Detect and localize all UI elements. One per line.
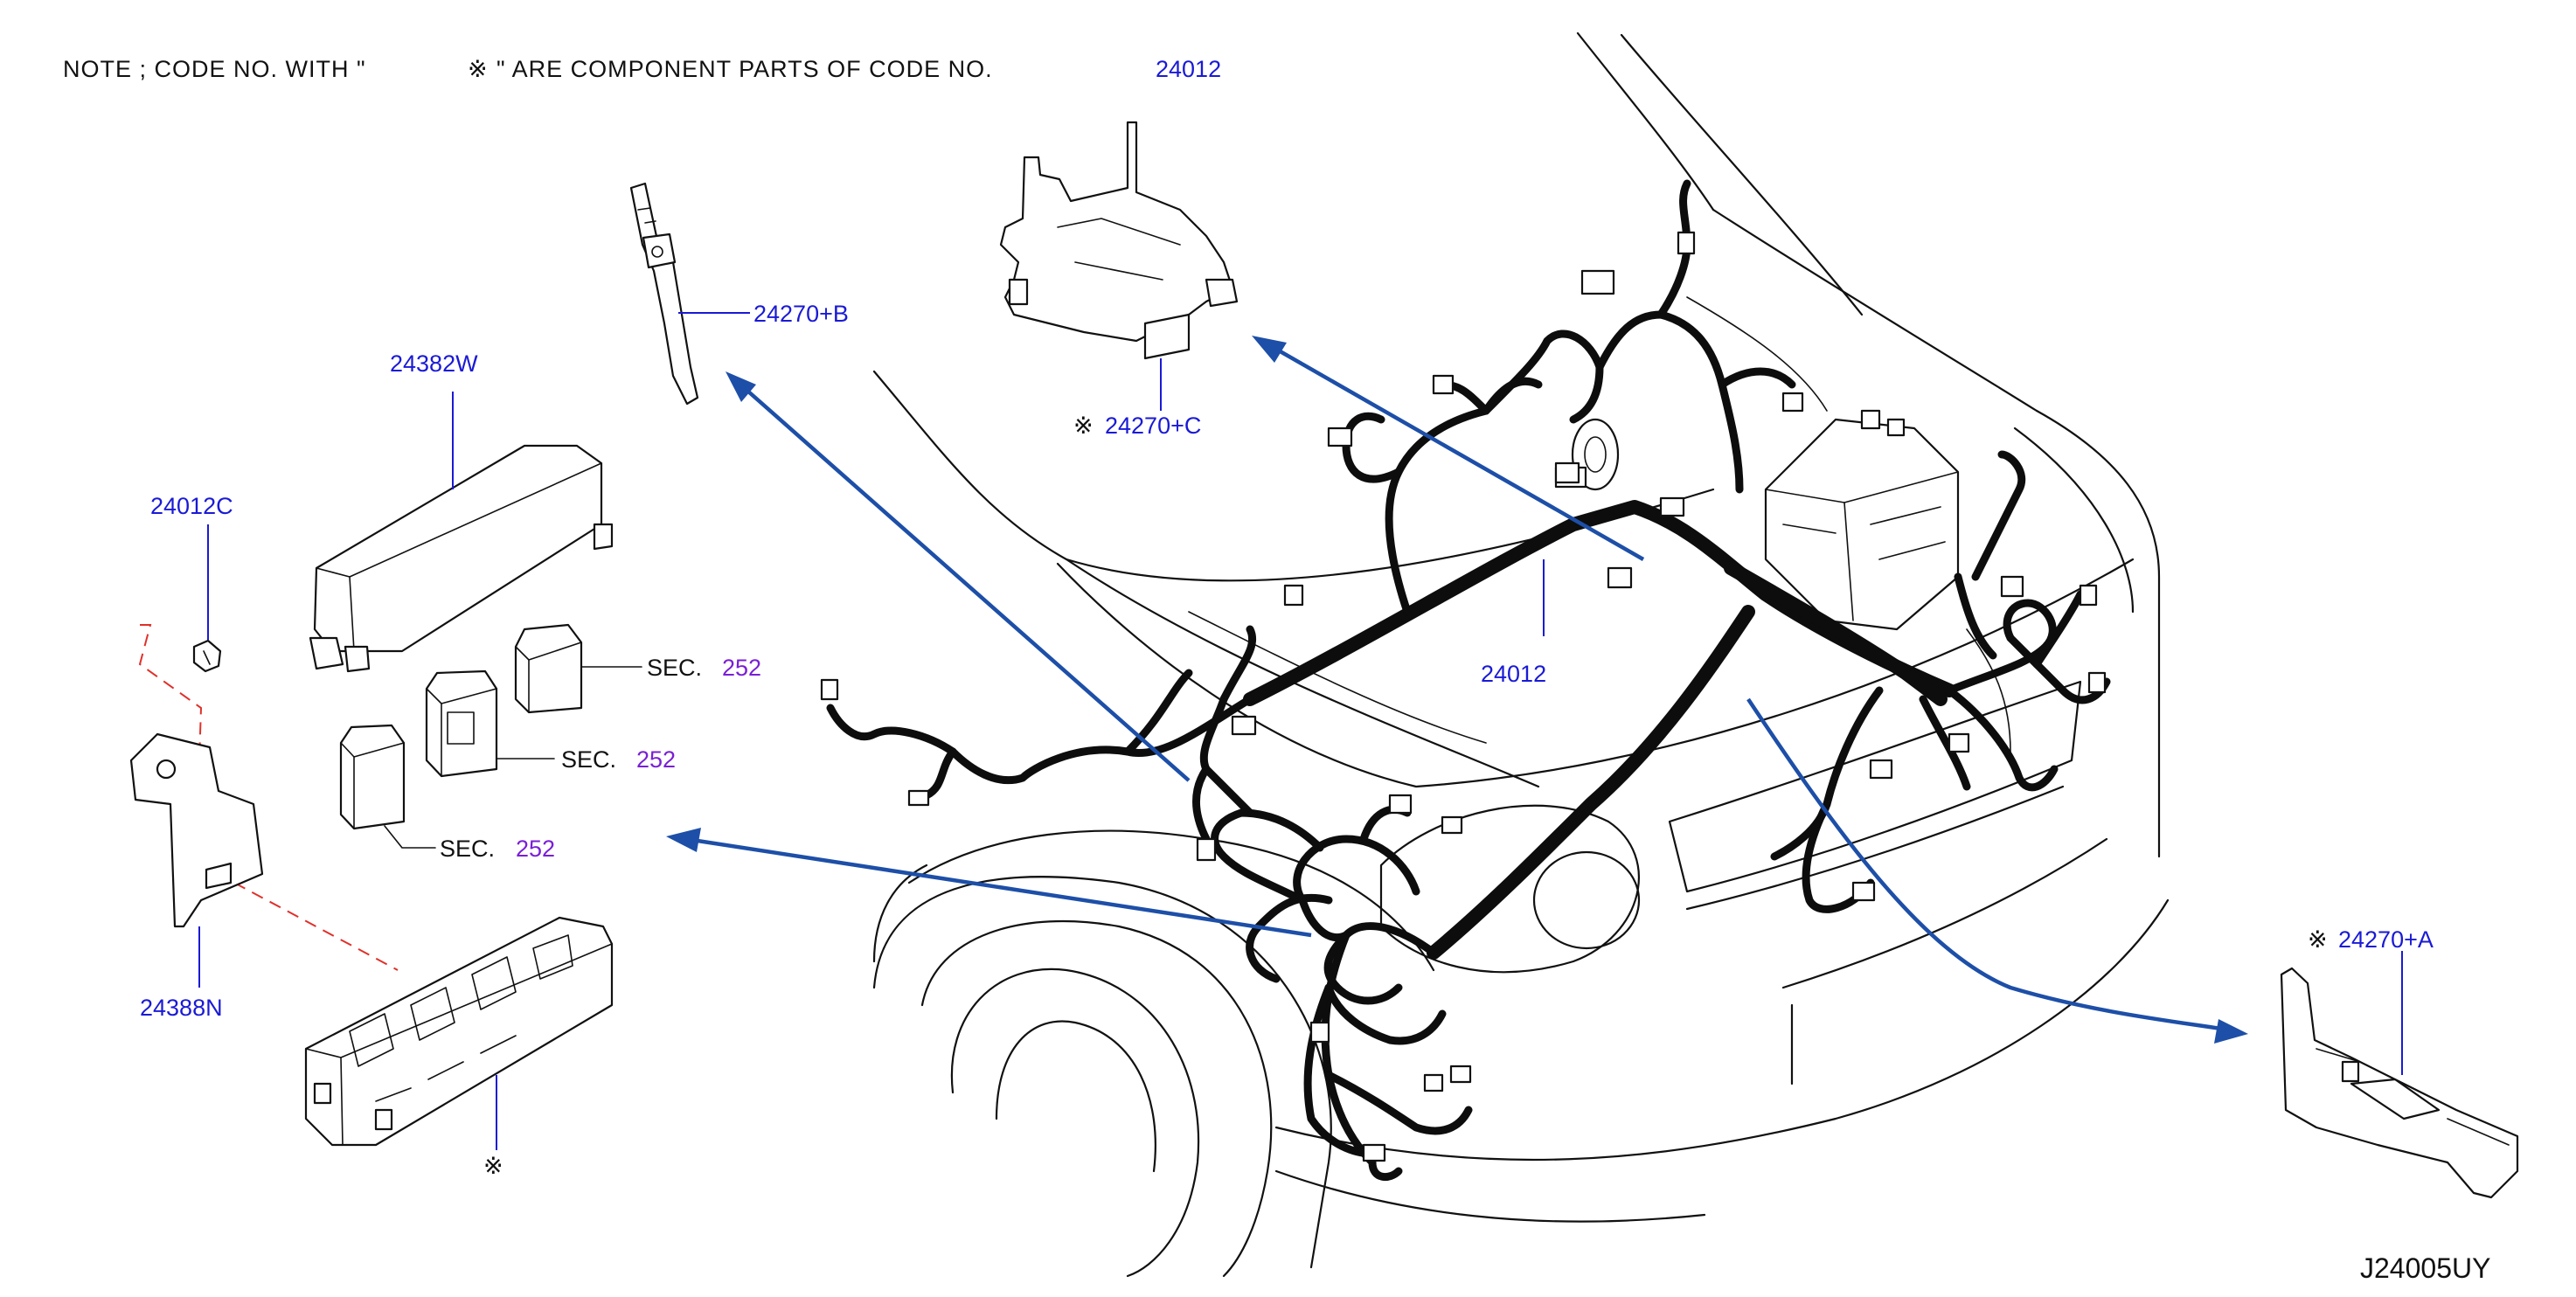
- sec-ref-3-prefix: SEC.: [440, 836, 495, 862]
- callout-24012: 24012: [1481, 661, 1546, 687]
- connectors: [820, 231, 2107, 1162]
- sec-ref-2-num: 252: [636, 746, 676, 773]
- callout-24012C: 24012C: [150, 493, 233, 519]
- figure-id: J24005UY: [2360, 1252, 2490, 1284]
- bolt-24012C: [192, 639, 222, 673]
- bracket-24270A: [2280, 967, 2519, 1199]
- star-fuse-base-icon: ※: [483, 1153, 503, 1179]
- star-24270C-icon: ※: [1073, 413, 1094, 439]
- fuse-block-engine: [1764, 409, 1960, 631]
- sec-ref-2-prefix: SEC.: [561, 746, 616, 773]
- note-prefix: NOTE ; CODE NO. WITH ": [63, 56, 366, 82]
- note-suffix: " ARE COMPONENT PARTS OF CODE NO.: [496, 56, 993, 82]
- callout-24382W: 24382W: [390, 350, 478, 377]
- sec-ref-1-num: 252: [722, 655, 761, 681]
- relay-3: [339, 724, 406, 830]
- bracket-24270C: [999, 121, 1239, 360]
- wire-harness: [826, 179, 2111, 1181]
- fuse-box-cover-24382W: [309, 444, 614, 673]
- component-star-icon: ※: [468, 56, 489, 82]
- bracket-24270B: [629, 182, 699, 406]
- vehicle-outline: [872, 31, 2170, 1278]
- sec-ref-3-num: 252: [516, 836, 555, 862]
- relay-1: [514, 623, 583, 714]
- note-header: NOTE ; CODE NO. WITH " ※ " ARE COMPONENT…: [63, 56, 1221, 82]
- bracket-24388N: [129, 732, 264, 928]
- star-24270A-icon: ※: [2308, 926, 2328, 953]
- fuse-block-base: [304, 916, 614, 1147]
- callout-24270B: 24270+B: [753, 301, 849, 327]
- callout-24388N: 24388N: [140, 995, 223, 1021]
- note-code: 24012: [1156, 56, 1221, 82]
- relay-2: [425, 669, 498, 778]
- reference-arrows: [666, 336, 2248, 1044]
- callout-24270A: 24270+A: [2338, 926, 2434, 953]
- sec-ref-1-prefix: SEC.: [647, 655, 702, 681]
- callout-24270C: 24270+C: [1105, 413, 1201, 439]
